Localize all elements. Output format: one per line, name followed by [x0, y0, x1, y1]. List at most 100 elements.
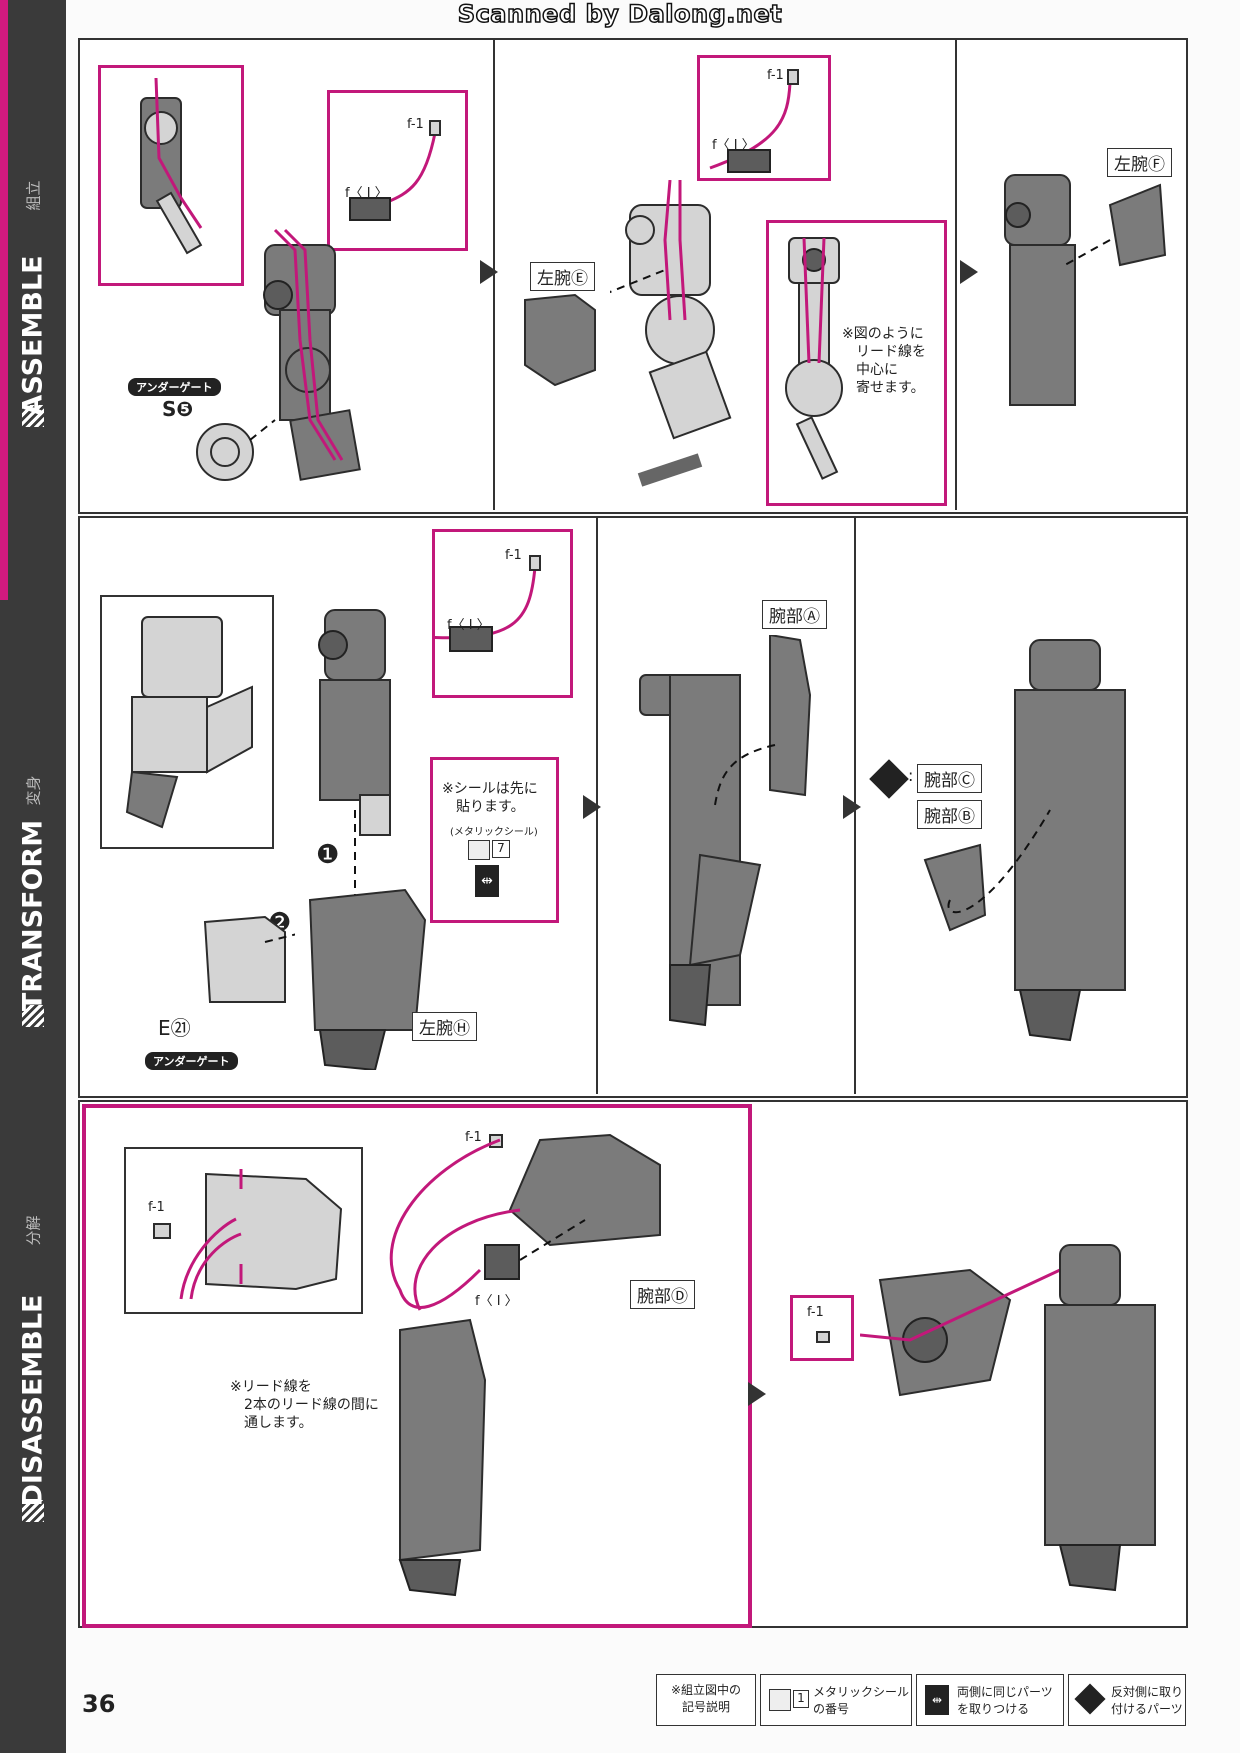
legend-opposite-text: 反対側に取り 付けるパーツ: [1111, 1683, 1183, 1717]
legend-sticker-number: 1: [793, 1690, 809, 1708]
both-sides-icon: ⇹: [925, 1685, 949, 1715]
hand-detail-illustration: [125, 616, 253, 829]
connector-inset: [424, 529, 573, 698]
sidebar-disassemble-jp: 分解: [24, 1215, 43, 1246]
sticker-number: 7: [492, 840, 510, 858]
note-wire-routing: ※リード線を 2本のリード線の間に 通します。: [230, 1378, 379, 1432]
connector-label: f〈 I 〉: [475, 1294, 518, 1309]
legend-line: 両側に同じパーツ: [957, 1685, 1053, 1699]
upper-arm-illustration: [263, 228, 361, 481]
part-label-left-arm-e: 左腕Ⓔ: [530, 262, 595, 291]
connector-label: f〈 I 〉: [345, 186, 388, 201]
connector-label: f〈 I 〉: [447, 618, 490, 633]
arm-with-panel-a-illustration: [639, 635, 812, 1027]
note-line: 寄せます。: [856, 380, 925, 396]
legend-title-line: 記号説明: [681, 1700, 730, 1714]
connector-illustration: [349, 120, 441, 221]
note-line: 中心に: [856, 362, 898, 378]
wire-end-label: f-1: [407, 117, 424, 132]
gate-type-badge: アンダーゲート: [145, 1052, 238, 1070]
step-number-1: ❶: [316, 840, 340, 870]
legend-line: メタリックシール: [813, 1685, 910, 1699]
step-arrow: [960, 260, 978, 284]
scan-watermark: Scanned by Dalong.net: [457, 0, 783, 29]
page-number: 36: [82, 1690, 116, 1718]
part-label-arm-b: 腕部Ⓑ: [917, 800, 982, 829]
lead-wire-detail-illustration: [785, 237, 843, 480]
detail-inset-lead-wire-routing: [124, 1147, 363, 1314]
legend-both-sides-box: ⇹ 両側に同じパーツ を取りつける: [916, 1674, 1064, 1726]
note-line: 通します。: [244, 1415, 313, 1431]
connector-inset: [327, 90, 468, 251]
upper-arm-illustration: [610, 180, 732, 487]
note-line: 貼ります。: [456, 799, 525, 815]
wire-end-label: f-1: [767, 68, 784, 83]
connector-inset: [697, 55, 831, 181]
legend-metallic-text: メタリックシール の番号: [813, 1683, 909, 1717]
detail-inset-hand: [100, 595, 274, 849]
arm-with-cover-illustration: [1004, 174, 1167, 406]
step-arrow: [843, 795, 861, 819]
part-label-arm-d: 腕部Ⓓ: [630, 1280, 695, 1309]
note-wire-center: ※図のように リード線を 中心に 寄せます。: [842, 325, 926, 397]
note-line: リード線を: [856, 344, 926, 360]
cover-part-e21: [203, 915, 295, 1003]
wire-end-inset: [790, 1295, 854, 1361]
step-arrow: [748, 1382, 766, 1406]
joint-cap-illustration: [196, 419, 276, 481]
part-label-left-arm-h: 左腕Ⓗ: [412, 1012, 477, 1041]
legend-line: 反対側に取り: [1111, 1685, 1184, 1699]
connector-illustration: [424, 555, 541, 652]
note-line: ※シールは先に: [442, 781, 538, 797]
stripe-icon: [22, 1500, 44, 1522]
note-line: ※図のように: [842, 326, 924, 342]
opposite-side-icon: [1074, 1683, 1106, 1715]
left-arm-e-part: [524, 293, 596, 387]
wire-end-label: f-1: [807, 1305, 824, 1320]
detail-inset-lead-wire: [766, 220, 947, 506]
step-arrow: [583, 795, 601, 819]
legend-line: 付けるパーツ: [1111, 1702, 1183, 1716]
legend-metallic-box: 1 メタリックシール の番号: [760, 1674, 912, 1726]
connector-label: f〈 I 〉: [712, 138, 755, 153]
part-id-s5: S❺: [162, 397, 194, 421]
legend-title-line: ※組立図中の: [670, 1683, 742, 1697]
part-label-left-arm-f: 左腕Ⓕ: [1107, 148, 1172, 177]
forearm-assembly-illustration: [308, 609, 427, 1070]
gate-type-badge: アンダーゲート: [128, 378, 221, 396]
legend-line: を取りつける: [957, 1702, 1030, 1716]
wire-end-label: f-1: [148, 1200, 165, 1215]
completed-arm-illustration: [860, 1244, 1156, 1592]
section-sidebar: ASSEMBLE 組立 TRANSFORM 変身 DISASSEMBLE 分解: [0, 0, 66, 1753]
stripe-icon: [22, 405, 44, 427]
part-label-arm-a: 腕部Ⓐ: [762, 600, 827, 629]
forearm-with-hand-illustration: [389, 1133, 661, 1597]
wire-plug-illustration: [816, 1331, 830, 1343]
sidebar-disassemble-label: DISASSEMBLE: [17, 1294, 49, 1507]
wrist-detail-illustration: [140, 77, 203, 255]
sticker-note: ※シールは先に 貼ります。: [442, 780, 538, 816]
both-sides-icon: ⇹: [475, 865, 499, 897]
sticker-icon: [468, 840, 490, 860]
legend-title-box: ※組立図中の 記号説明: [656, 1674, 756, 1726]
legend-line: の番号: [813, 1702, 850, 1716]
arm-with-panels-bc-illustration: [923, 639, 1126, 1042]
sidebar-assemble-jp: 組立: [24, 180, 43, 211]
part-id-e21: E㉑: [158, 1016, 191, 1040]
wire-end-label: f-1: [465, 1130, 482, 1145]
legend-both-text: 両側に同じパーツ を取りつける: [957, 1683, 1053, 1717]
metallic-sticker-icon: [769, 1689, 791, 1711]
legend-opposite-box: 反対側に取り 付けるパーツ: [1068, 1674, 1186, 1726]
sidebar-accent-bar: [0, 0, 8, 600]
note-line: ※リード線を: [230, 1379, 312, 1395]
separator-colon: :: [908, 766, 914, 785]
sidebar-transform-jp: 変身: [24, 775, 43, 806]
detail-inset-wrist: [98, 65, 244, 286]
connector-illustration: [709, 69, 799, 173]
sidebar-assemble-label: ASSEMBLE: [17, 255, 49, 416]
panel-divider: [955, 40, 957, 510]
metallic-sticker-label: (メタリックシール): [450, 827, 538, 838]
wire-end-label: f-1: [505, 548, 522, 563]
step-arrow: [480, 260, 498, 284]
note-line: 2本のリード線の間に: [244, 1397, 379, 1413]
